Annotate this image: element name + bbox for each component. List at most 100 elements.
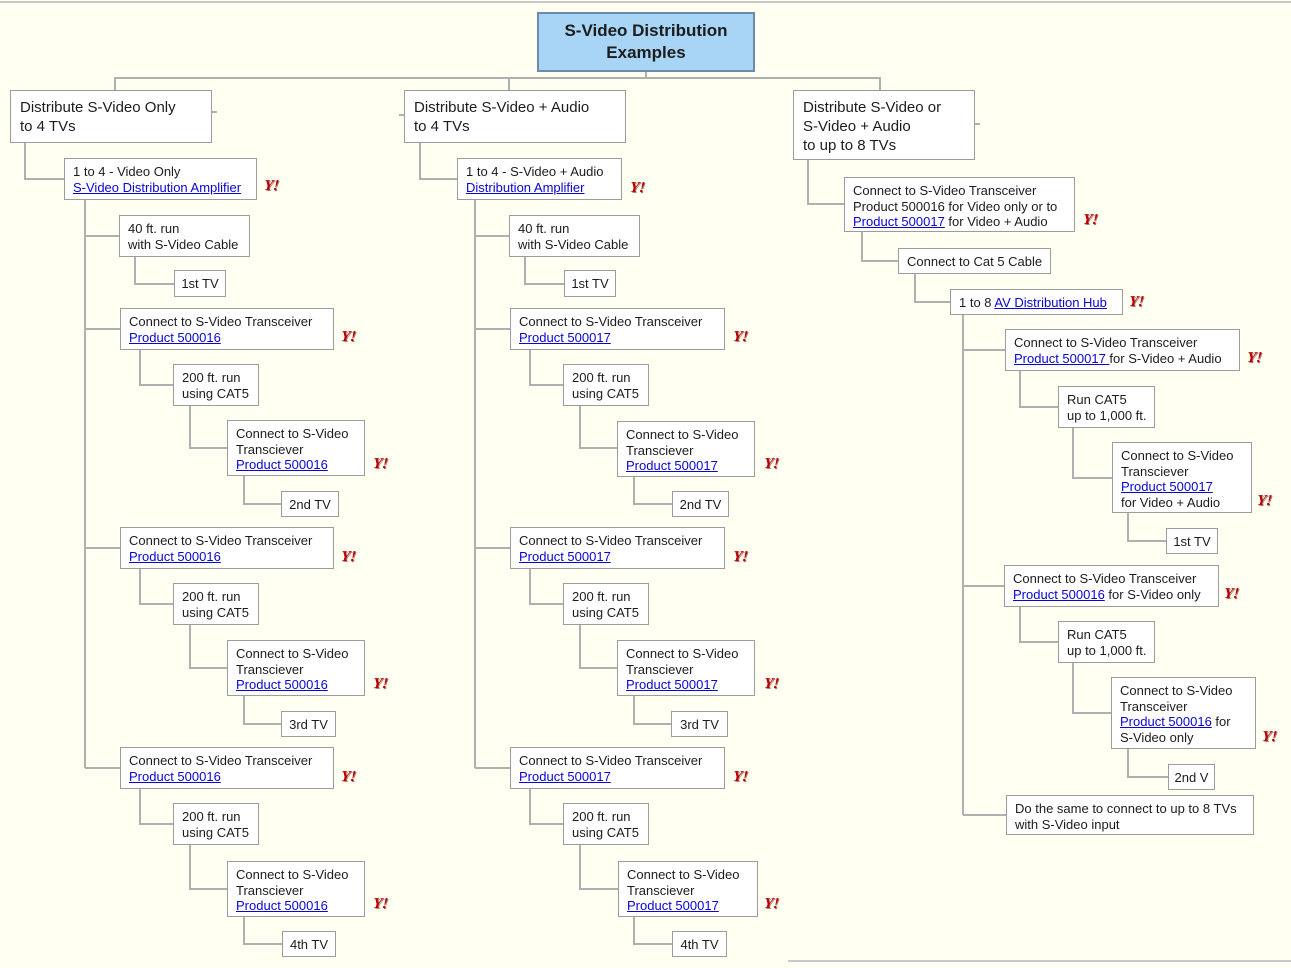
box-text-line: Connect to Cat 5 Cable	[907, 254, 1050, 270]
connector	[1072, 427, 1112, 479]
box-text-line: 2nd TV	[289, 497, 331, 512]
product-link[interactable]: Product 500017	[1014, 350, 1110, 366]
yahoo-shopping-icon[interactable]: Y!	[1223, 586, 1240, 602]
box-text-line: Transciever	[626, 443, 754, 459]
box-text-line: Product 500016	[236, 457, 364, 473]
yahoo-shopping-icon[interactable]: Y!	[340, 549, 357, 565]
connector	[134, 257, 174, 285]
product-link[interactable]: AV Distribution Hub	[994, 295, 1107, 310]
product-link[interactable]: Product 500016	[129, 329, 221, 345]
yahoo-shopping-icon[interactable]: Y!	[1246, 350, 1263, 366]
node-3rd-tv: 3rd TV	[281, 711, 336, 737]
box-text-line: Product 500017	[627, 898, 757, 914]
box-text: Connect to S-Video Transceiver	[129, 314, 313, 329]
box-text-line: S-Video + Audio	[803, 117, 974, 136]
box-text: Transciever	[626, 442, 694, 458]
yahoo-shopping-icon[interactable]: Y!	[1128, 294, 1145, 310]
box-text: Connect to S-Video Transceiver	[129, 753, 313, 768]
product-link[interactable]: Product 500016	[129, 768, 221, 784]
box-text: 1st TV	[571, 276, 609, 291]
connector	[189, 845, 227, 890]
box-text-line: Connect to S-Video	[236, 867, 364, 883]
box-text-line: Run CAT5	[1067, 392, 1154, 408]
product-link[interactable]: Product 500017	[519, 329, 611, 345]
connector	[1072, 662, 1111, 714]
connector	[861, 232, 898, 262]
product-link[interactable]: Product 500017	[519, 548, 611, 564]
box-text-line: Connect to S-Video	[1120, 683, 1255, 699]
yahoo-shopping-icon[interactable]: Y!	[732, 549, 749, 565]
yahoo-shopping-icon[interactable]: Y!	[763, 676, 780, 692]
yahoo-shopping-icon[interactable]: Y!	[1261, 729, 1278, 745]
box-text-line: Distribute S-Video or	[803, 98, 974, 117]
product-link[interactable]: Product 500016	[236, 898, 328, 913]
box-text-line: Examples	[539, 42, 753, 64]
node-1st-tv-m: 1st TV	[564, 270, 616, 297]
node-1st-tv-r: 1st TV	[1166, 528, 1218, 554]
box-text-line: S-Video only	[1120, 730, 1255, 746]
box-text-line: Transciever	[1121, 464, 1251, 480]
box-text: Run CAT5	[1067, 627, 1127, 642]
box-text-line: using CAT5	[572, 386, 648, 402]
box-text: with S-Video Cable	[518, 236, 629, 252]
product-link[interactable]: Product 500017	[627, 898, 719, 913]
product-link[interactable]: Product 500017	[519, 768, 611, 784]
yahoo-shopping-icon[interactable]: Y!	[1256, 493, 1273, 509]
box-text: Connect to S-Video	[1121, 448, 1234, 463]
box-text: Transciever	[626, 661, 694, 677]
yahoo-shopping-icon[interactable]: Y!	[763, 896, 780, 912]
yahoo-shopping-icon[interactable]: Y!	[629, 180, 646, 196]
node-2nd-tv-m: 2nd TV	[672, 491, 729, 517]
product-link[interactable]: Product 500016	[236, 457, 328, 472]
connector	[243, 476, 281, 505]
box-text: 2nd TV	[289, 496, 331, 512]
product-link[interactable]: S-Video Distribution Amplifier	[73, 179, 242, 195]
box-text: 2nd TV	[679, 496, 722, 512]
box-text-line: Connect to S-Video Transceiver	[519, 314, 724, 330]
box-text-line: Connect to S-Video Transceiver	[129, 314, 333, 330]
yahoo-shopping-icon[interactable]: Y!	[1082, 212, 1099, 228]
box-text-line: Product 500017	[519, 549, 724, 565]
product-link[interactable]: Product 500017	[626, 458, 718, 473]
product-link[interactable]: Product 500016	[236, 677, 328, 692]
yahoo-shopping-icon[interactable]: Y!	[372, 896, 389, 912]
box-text-line: Transceiver	[1120, 699, 1255, 715]
box-text: 1 to 4 - Video Only	[73, 164, 181, 179]
yahoo-shopping-icon[interactable]: Y!	[263, 178, 280, 194]
yahoo-shopping-icon[interactable]: Y!	[372, 456, 389, 472]
product-link[interactable]: Product 500017	[626, 677, 718, 692]
product-link[interactable]: Product 500017	[1121, 479, 1213, 494]
connector	[139, 569, 173, 605]
yahoo-shopping-icon[interactable]: Y!	[340, 769, 357, 785]
box-text: up to 1,000 ft.	[1067, 407, 1147, 423]
product-link[interactable]: Product 500017	[853, 214, 945, 229]
box-text-line: to 4 TVs	[20, 117, 211, 136]
product-link[interactable]: Product 500016	[1120, 714, 1212, 729]
yahoo-shopping-icon[interactable]: Y!	[372, 676, 389, 692]
product-link[interactable]: Distribution Amplifier	[466, 179, 585, 195]
yahoo-shopping-icon[interactable]: Y!	[763, 456, 780, 472]
product-link[interactable]: Product 500016	[1013, 586, 1105, 602]
box-text-line: Product 500017 for S-Video + Audio	[1014, 351, 1239, 367]
connector	[633, 696, 671, 725]
yahoo-shopping-icon[interactable]: Y!	[732, 769, 749, 785]
node-1st-tv: 1st TV	[174, 270, 226, 297]
box-text: for Video + Audio	[944, 214, 1048, 229]
connector	[189, 406, 227, 449]
yahoo-shopping-icon[interactable]: Y!	[340, 329, 357, 345]
yahoo-shopping-icon[interactable]: Y!	[732, 329, 749, 345]
box-text-line: 1 to 8 AV Distribution Hub	[959, 295, 1122, 311]
box-text: to 4 TVs	[414, 118, 470, 135]
box-text: Connect to S-Video Transceiver	[853, 183, 1037, 198]
box-text: Distribute S-Video or	[803, 99, 942, 116]
product-link[interactable]: Product 500016	[129, 548, 221, 564]
box-text: for	[1211, 714, 1231, 729]
